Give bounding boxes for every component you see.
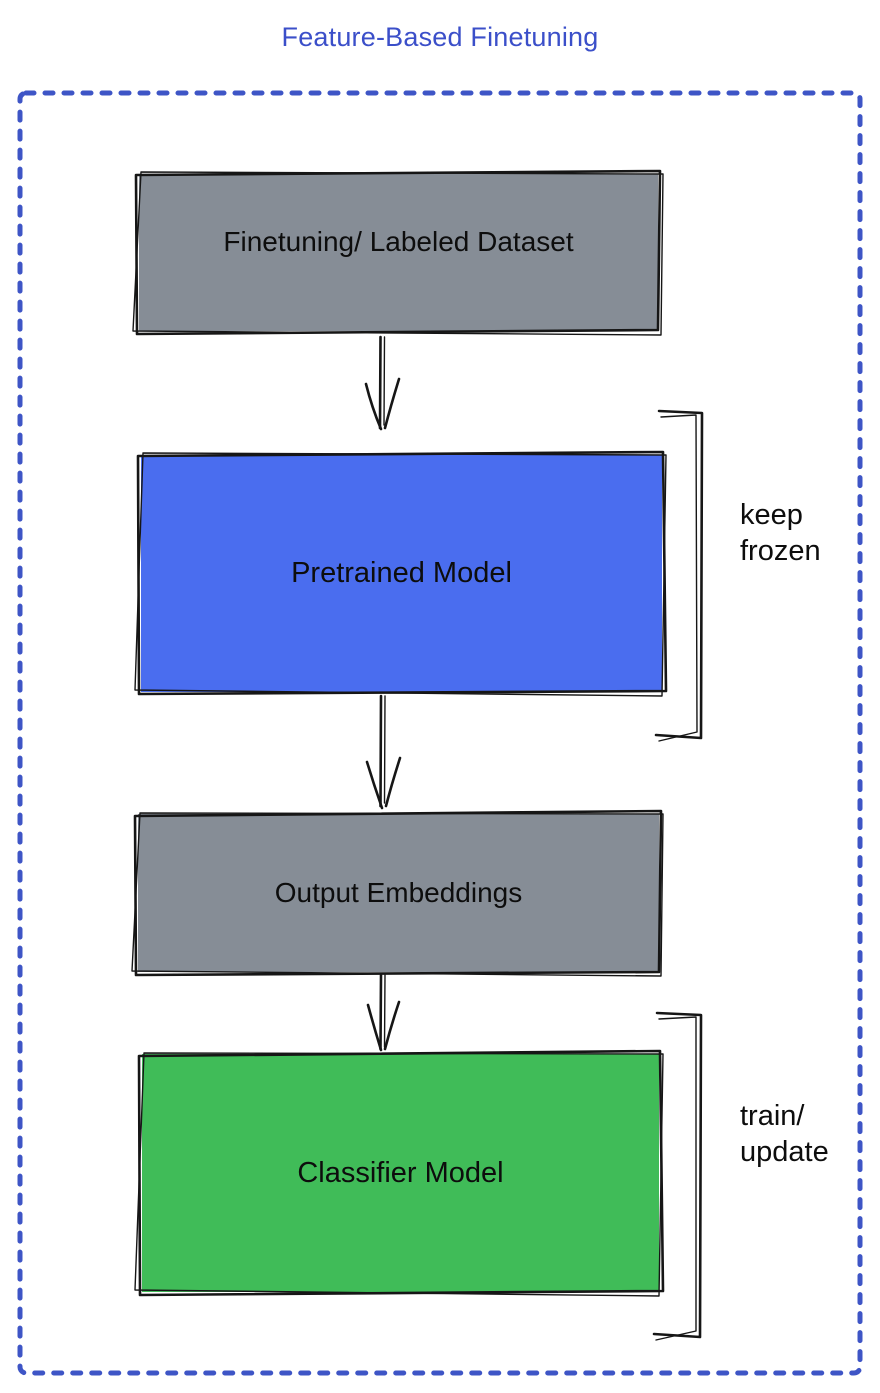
node-pretrained-label: Pretrained Model	[291, 557, 512, 589]
node-embeddings-label: Output Embeddings	[274, 877, 523, 908]
diagram-title: Feature-Based Finetuning	[281, 22, 599, 52]
arrow-embeddings-to-classifier	[366, 973, 401, 1052]
arrow-pretrained-to-embeddings	[365, 694, 402, 810]
bracket-keep-frozen	[654, 409, 704, 742]
arrow-dataset-to-pretrained	[364, 335, 401, 431]
annotation-keep-frozen: keep frozen	[740, 499, 821, 567]
bracket-train-update	[652, 1011, 703, 1341]
node-classifier-label: Classifier Model	[297, 1156, 504, 1189]
node-dataset-label: Finetuning/ Labeled Dataset	[223, 225, 574, 257]
annotation-train-update: train/ update	[740, 1100, 829, 1168]
